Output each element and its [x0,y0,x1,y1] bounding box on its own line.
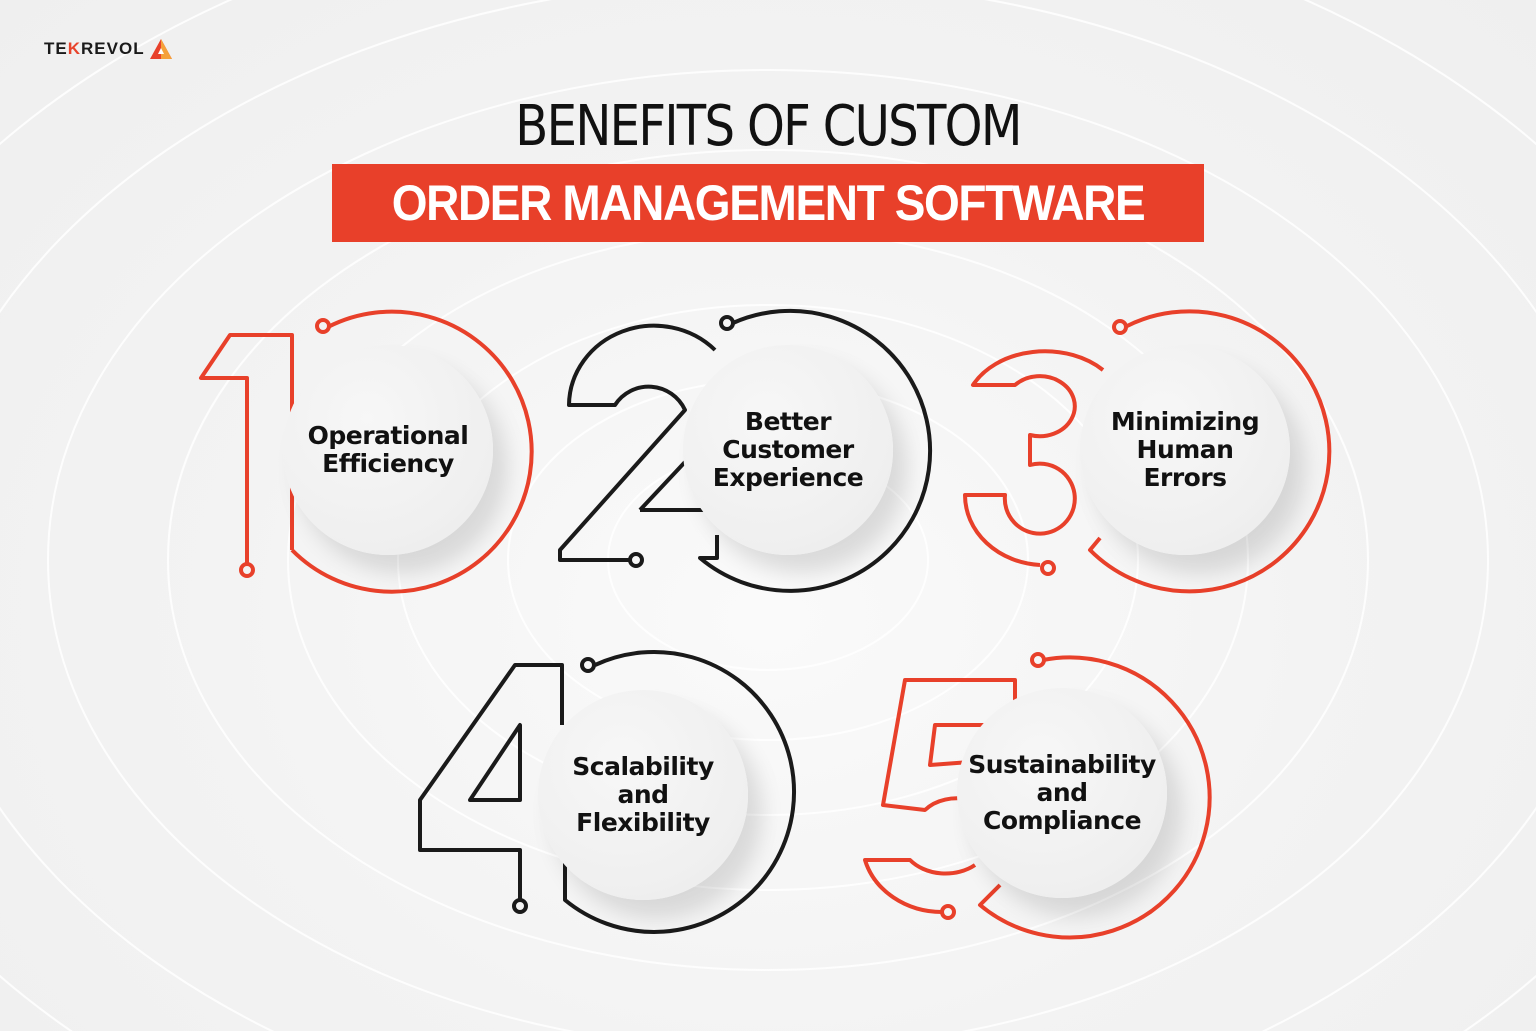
triangle-logo-icon [149,39,172,59]
page-title-line2: ORDER MANAGEMENT SOFTWARE [391,175,1146,231]
number-5-outline-icon [863,652,1212,940]
number-4-outline-icon [418,649,796,934]
number-1-outline-icon [199,309,534,594]
logo-wordmark: TEKREVOL [44,39,145,58]
tekrevol-logo: TEKREVOL [44,38,173,60]
page-title-banner: ORDER MANAGEMENT SOFTWARE [332,164,1204,242]
number-3-outline-icon [962,309,1332,594]
page-title-line1: BENEFITS OF CUSTOM [515,94,1022,159]
